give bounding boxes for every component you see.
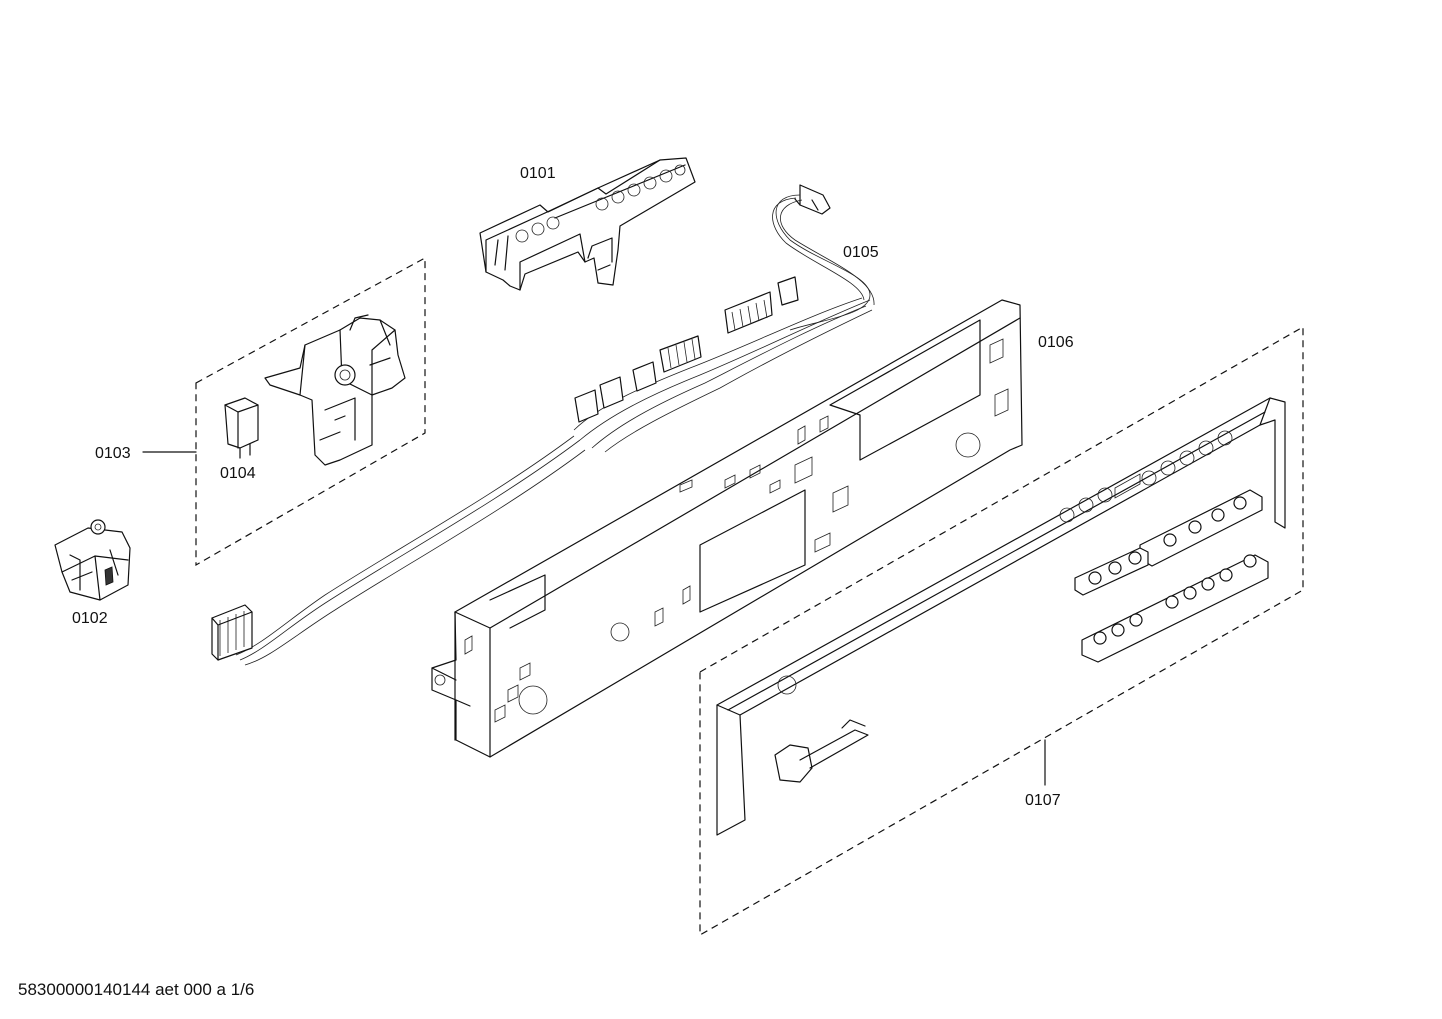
label-0104: 0104 (220, 465, 256, 482)
label-0101: 0101 (520, 165, 556, 182)
drawing-reference-footer: 58300000140144 aet 000 a 1/6 (18, 980, 255, 999)
part-0106-panel-frame[interactable] (431, 299, 1023, 758)
part-0102-switch[interactable] (54, 519, 131, 601)
label-0102: 0102 (72, 610, 108, 627)
part-0103-switch-assembly-group[interactable] (195, 256, 426, 567)
part-0101-control-module[interactable] (479, 157, 696, 291)
label-0107: 0107 (1025, 792, 1061, 809)
part-0105-wiring-harness[interactable] (211, 184, 875, 666)
fascia-button-holes (1059, 430, 1233, 523)
label-0103: 0103 (95, 445, 131, 462)
label-0105: 0105 (843, 244, 879, 261)
part-0107-fascia-assembly-group[interactable] (699, 325, 1304, 937)
label-0106: 0106 (1038, 334, 1074, 351)
